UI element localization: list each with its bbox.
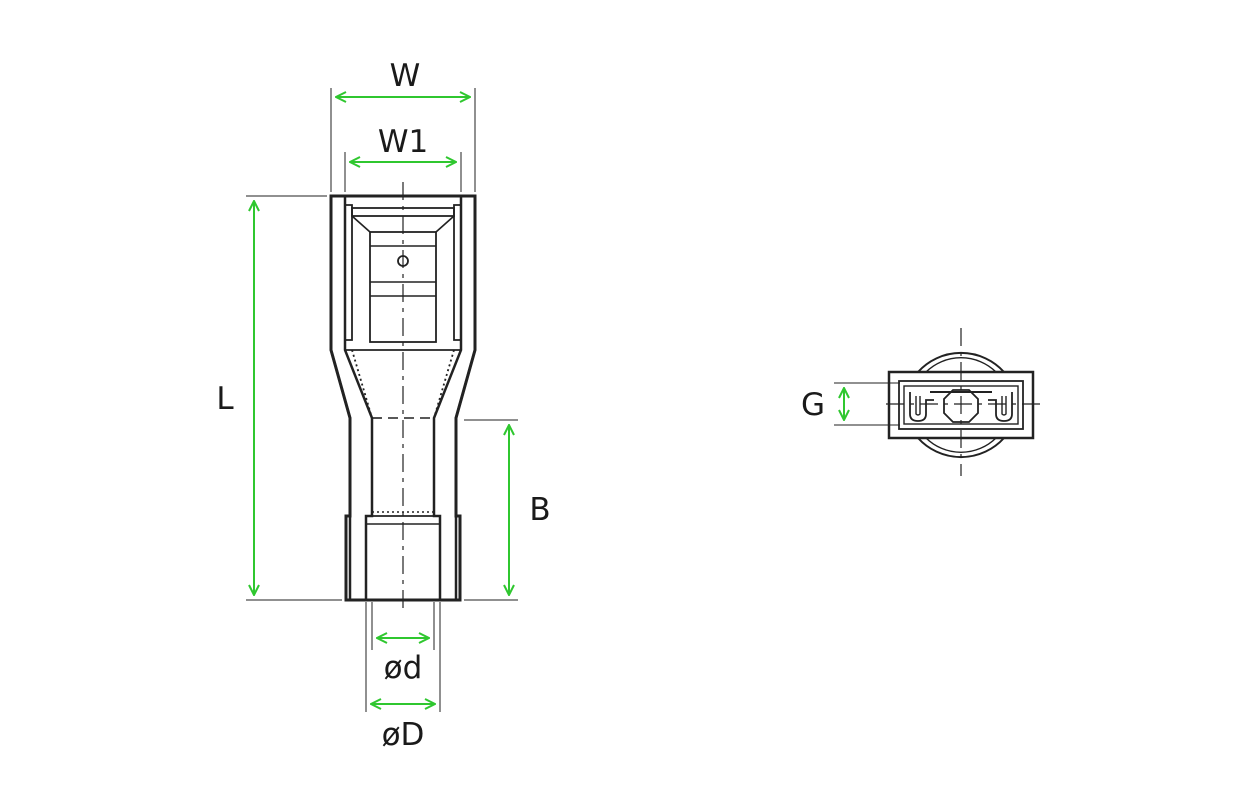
terminal-side-view: W W1 L B ød øD (216, 58, 550, 753)
terminal-end-view: G (801, 328, 1040, 476)
label-d: ød (384, 650, 423, 686)
end-view-contact (909, 392, 934, 422)
label-w1: W1 (378, 124, 428, 160)
label-l: L (216, 381, 234, 417)
label-b: B (529, 492, 550, 528)
ferrule-dotted-right (433, 349, 455, 512)
label-g: G (801, 387, 825, 423)
label-w: W (390, 58, 421, 94)
label-od: øD (382, 717, 425, 753)
outer-outline (329, 194, 477, 602)
